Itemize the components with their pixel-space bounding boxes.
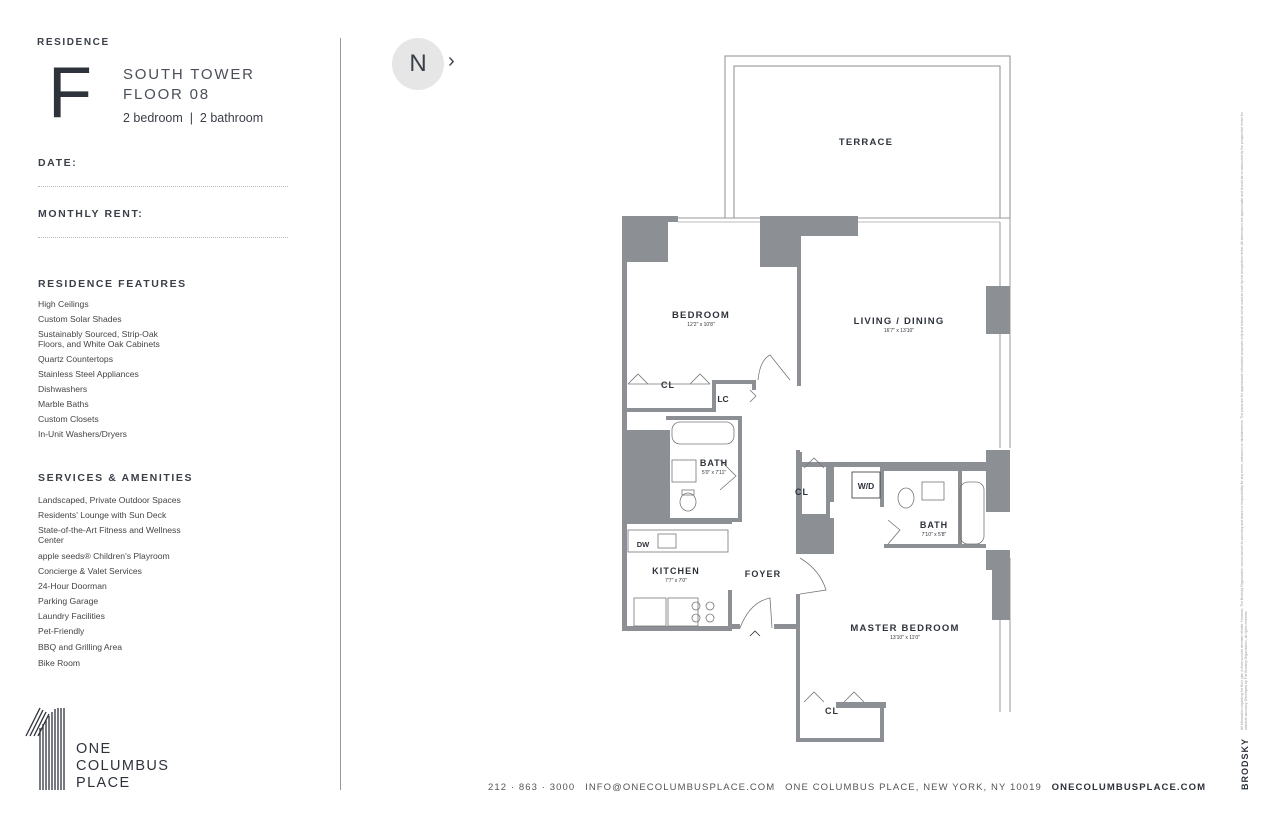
list-item: Residents' Lounge with Sun Deck bbox=[38, 510, 167, 520]
brodsky-brand: BRODSKY bbox=[1240, 737, 1250, 790]
room-label-foyer: FOYER bbox=[745, 569, 782, 579]
room-label-bedroom-closet: CL bbox=[661, 380, 675, 390]
list-item: Marble Baths bbox=[38, 399, 89, 409]
list-item: Floors, and White Oak Cabinets bbox=[38, 339, 160, 349]
logo-line: PLACE bbox=[76, 775, 131, 791]
list-item: apple seeds® Children's Playroom bbox=[38, 551, 170, 561]
footer-address: ONE COLUMBUS PLACE, NEW YORK, NY 10019 bbox=[785, 782, 1042, 793]
room-label-washer-dryer: W/D bbox=[858, 481, 875, 491]
list-item: High Ceilings bbox=[38, 299, 89, 309]
list-item: Landscaped, Private Outdoor Spaces bbox=[38, 495, 181, 505]
list-item: Laundry Facilities bbox=[38, 611, 105, 621]
list-item: State-of-the-Art Fitness and Wellness bbox=[38, 525, 181, 535]
residence-label: RESIDENCE bbox=[37, 37, 110, 48]
list-item: Parking Garage bbox=[38, 596, 99, 606]
features-list: High Ceilings Custom Solar Shades Sustai… bbox=[38, 299, 160, 439]
room-label-dishwasher: DW bbox=[637, 540, 650, 549]
terrace-outline bbox=[724, 55, 1011, 218]
tower-name: SOUTH TOWER bbox=[123, 66, 255, 83]
room-label-bath-2: BATH bbox=[920, 520, 948, 530]
rent-label: MONTHLY RENT: bbox=[38, 208, 144, 220]
list-item: Bike Room bbox=[38, 658, 81, 668]
footer-contact: 212 · 863 · 3000 INFO@ONECOLUMBUSPLACE.C… bbox=[488, 782, 1206, 793]
room-label-linen-closet: LC bbox=[717, 394, 728, 404]
panel-divider bbox=[340, 38, 341, 790]
fixtures bbox=[627, 354, 985, 703]
list-item: Dishwashers bbox=[38, 384, 88, 394]
footer-email[interactable]: INFO@ONECOLUMBUSPLACE.COM bbox=[585, 782, 776, 793]
room-label-bath-1: BATH bbox=[700, 458, 728, 468]
north-compass: N bbox=[392, 38, 444, 90]
room-label-master-bedroom: MASTER BEDROOM bbox=[850, 623, 959, 634]
chevron-right-icon: › bbox=[448, 50, 455, 72]
room-label-terrace: TERRACE bbox=[839, 137, 893, 148]
list-item: Custom Solar Shades bbox=[38, 314, 122, 324]
room-dim-living: 16'7" x 13'10" bbox=[884, 328, 914, 334]
floor-number: FLOOR 08 bbox=[123, 86, 210, 103]
list-item: Custom Closets bbox=[38, 414, 99, 424]
rent-field[interactable] bbox=[38, 237, 288, 238]
footer-phone[interactable]: 212 · 863 · 3000 bbox=[488, 782, 576, 793]
logo-wordmark: ONE COLUMBUS PLACE bbox=[76, 741, 169, 792]
room-label-master-closet: CL bbox=[825, 706, 839, 716]
floor-plan: TERRACE BEDROOM 12'2" x 10'8" LIVING / D… bbox=[622, 55, 1011, 742]
logo-line: COLUMBUS bbox=[76, 758, 170, 774]
residence-letter: F bbox=[48, 53, 92, 133]
list-item: 24-Hour Doorman bbox=[38, 581, 107, 591]
features-title: RESIDENCE FEATURES bbox=[38, 278, 187, 290]
room-label-hall-closet: CL bbox=[795, 487, 809, 497]
list-item: Concierge & Valet Services bbox=[38, 566, 142, 576]
list-item: Center bbox=[38, 535, 64, 545]
room-label-bedroom: BEDROOM bbox=[672, 310, 730, 321]
room-dim-bath-2: 7'10" x 5'8" bbox=[922, 532, 947, 538]
room-dim-bedroom: 12'2" x 10'8" bbox=[687, 322, 715, 328]
room-count: 2 bedroom | 2 bathroom bbox=[123, 111, 264, 125]
list-item: Quartz Countertops bbox=[38, 354, 113, 364]
list-item: Sustainably Sourced, Strip-Oak bbox=[38, 329, 158, 339]
list-item: Stainless Steel Appliances bbox=[38, 369, 139, 379]
room-dim-kitchen: 7'7" x 7'0" bbox=[665, 578, 687, 584]
room-label-kitchen: KITCHEN bbox=[652, 566, 700, 576]
date-field[interactable] bbox=[38, 186, 288, 187]
list-item: BBQ and Grilling Area bbox=[38, 642, 123, 652]
services-title: SERVICES & AMENITIES bbox=[38, 472, 194, 484]
list-item: Pet-Friendly bbox=[38, 626, 85, 636]
footer-website[interactable]: ONECOLUMBUSPLACE.COM bbox=[1051, 782, 1207, 793]
room-label-living: LIVING / DINING bbox=[854, 316, 945, 327]
date-label: DATE: bbox=[38, 157, 78, 169]
walls bbox=[622, 216, 1010, 742]
list-item: In-Unit Washers/Dryers bbox=[38, 429, 127, 439]
room-dim-master-bedroom: 13'10" x 11'0" bbox=[890, 635, 920, 641]
one-columbus-logo-mark bbox=[25, 707, 65, 790]
room-dim-bath-1: 5'0" x 7'11" bbox=[702, 470, 726, 476]
services-list: Landscaped, Private Outdoor Spaces Resid… bbox=[38, 495, 181, 668]
logo-line: ONE bbox=[76, 741, 112, 757]
legal-disclaimer: All information regarding the floor plan… bbox=[1240, 112, 1249, 730]
